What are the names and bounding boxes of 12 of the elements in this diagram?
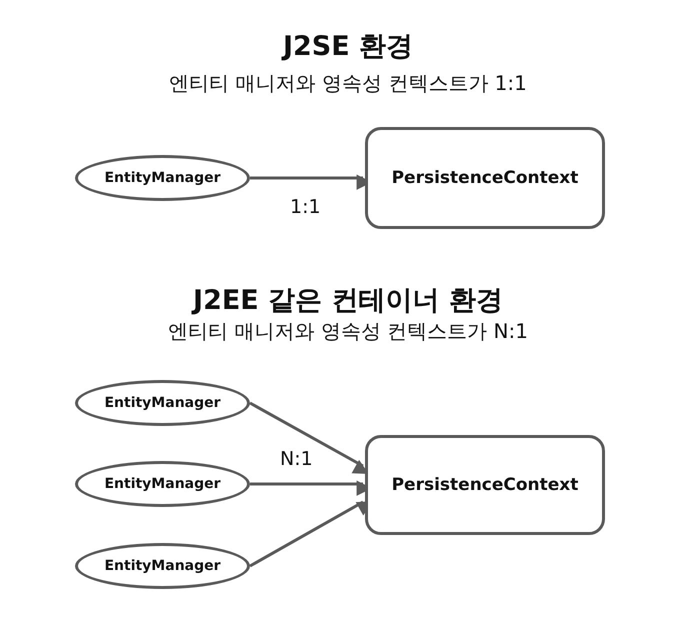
section-heading: J2EE 같은 컨테이너 환경 [193,284,503,318]
rounded-box [365,435,605,535]
rounded-box [365,127,605,229]
node-label: EntityManager [104,170,221,186]
section-heading: J2SE 환경 [282,30,414,64]
node-label: EntityManager [104,395,221,411]
node-label: EntityManager [104,476,221,492]
node-label: PersistenceContext [392,475,578,495]
node-label: EntityManager [104,558,221,574]
section-subtitle: 엔티티 매니저와 영속성 컨텍스트가 N:1 [168,318,528,345]
section-subtitle: 엔티티 매니저와 영속성 컨텍스트가 1:1 [169,70,527,97]
node-label: PersistenceContext [392,168,578,188]
